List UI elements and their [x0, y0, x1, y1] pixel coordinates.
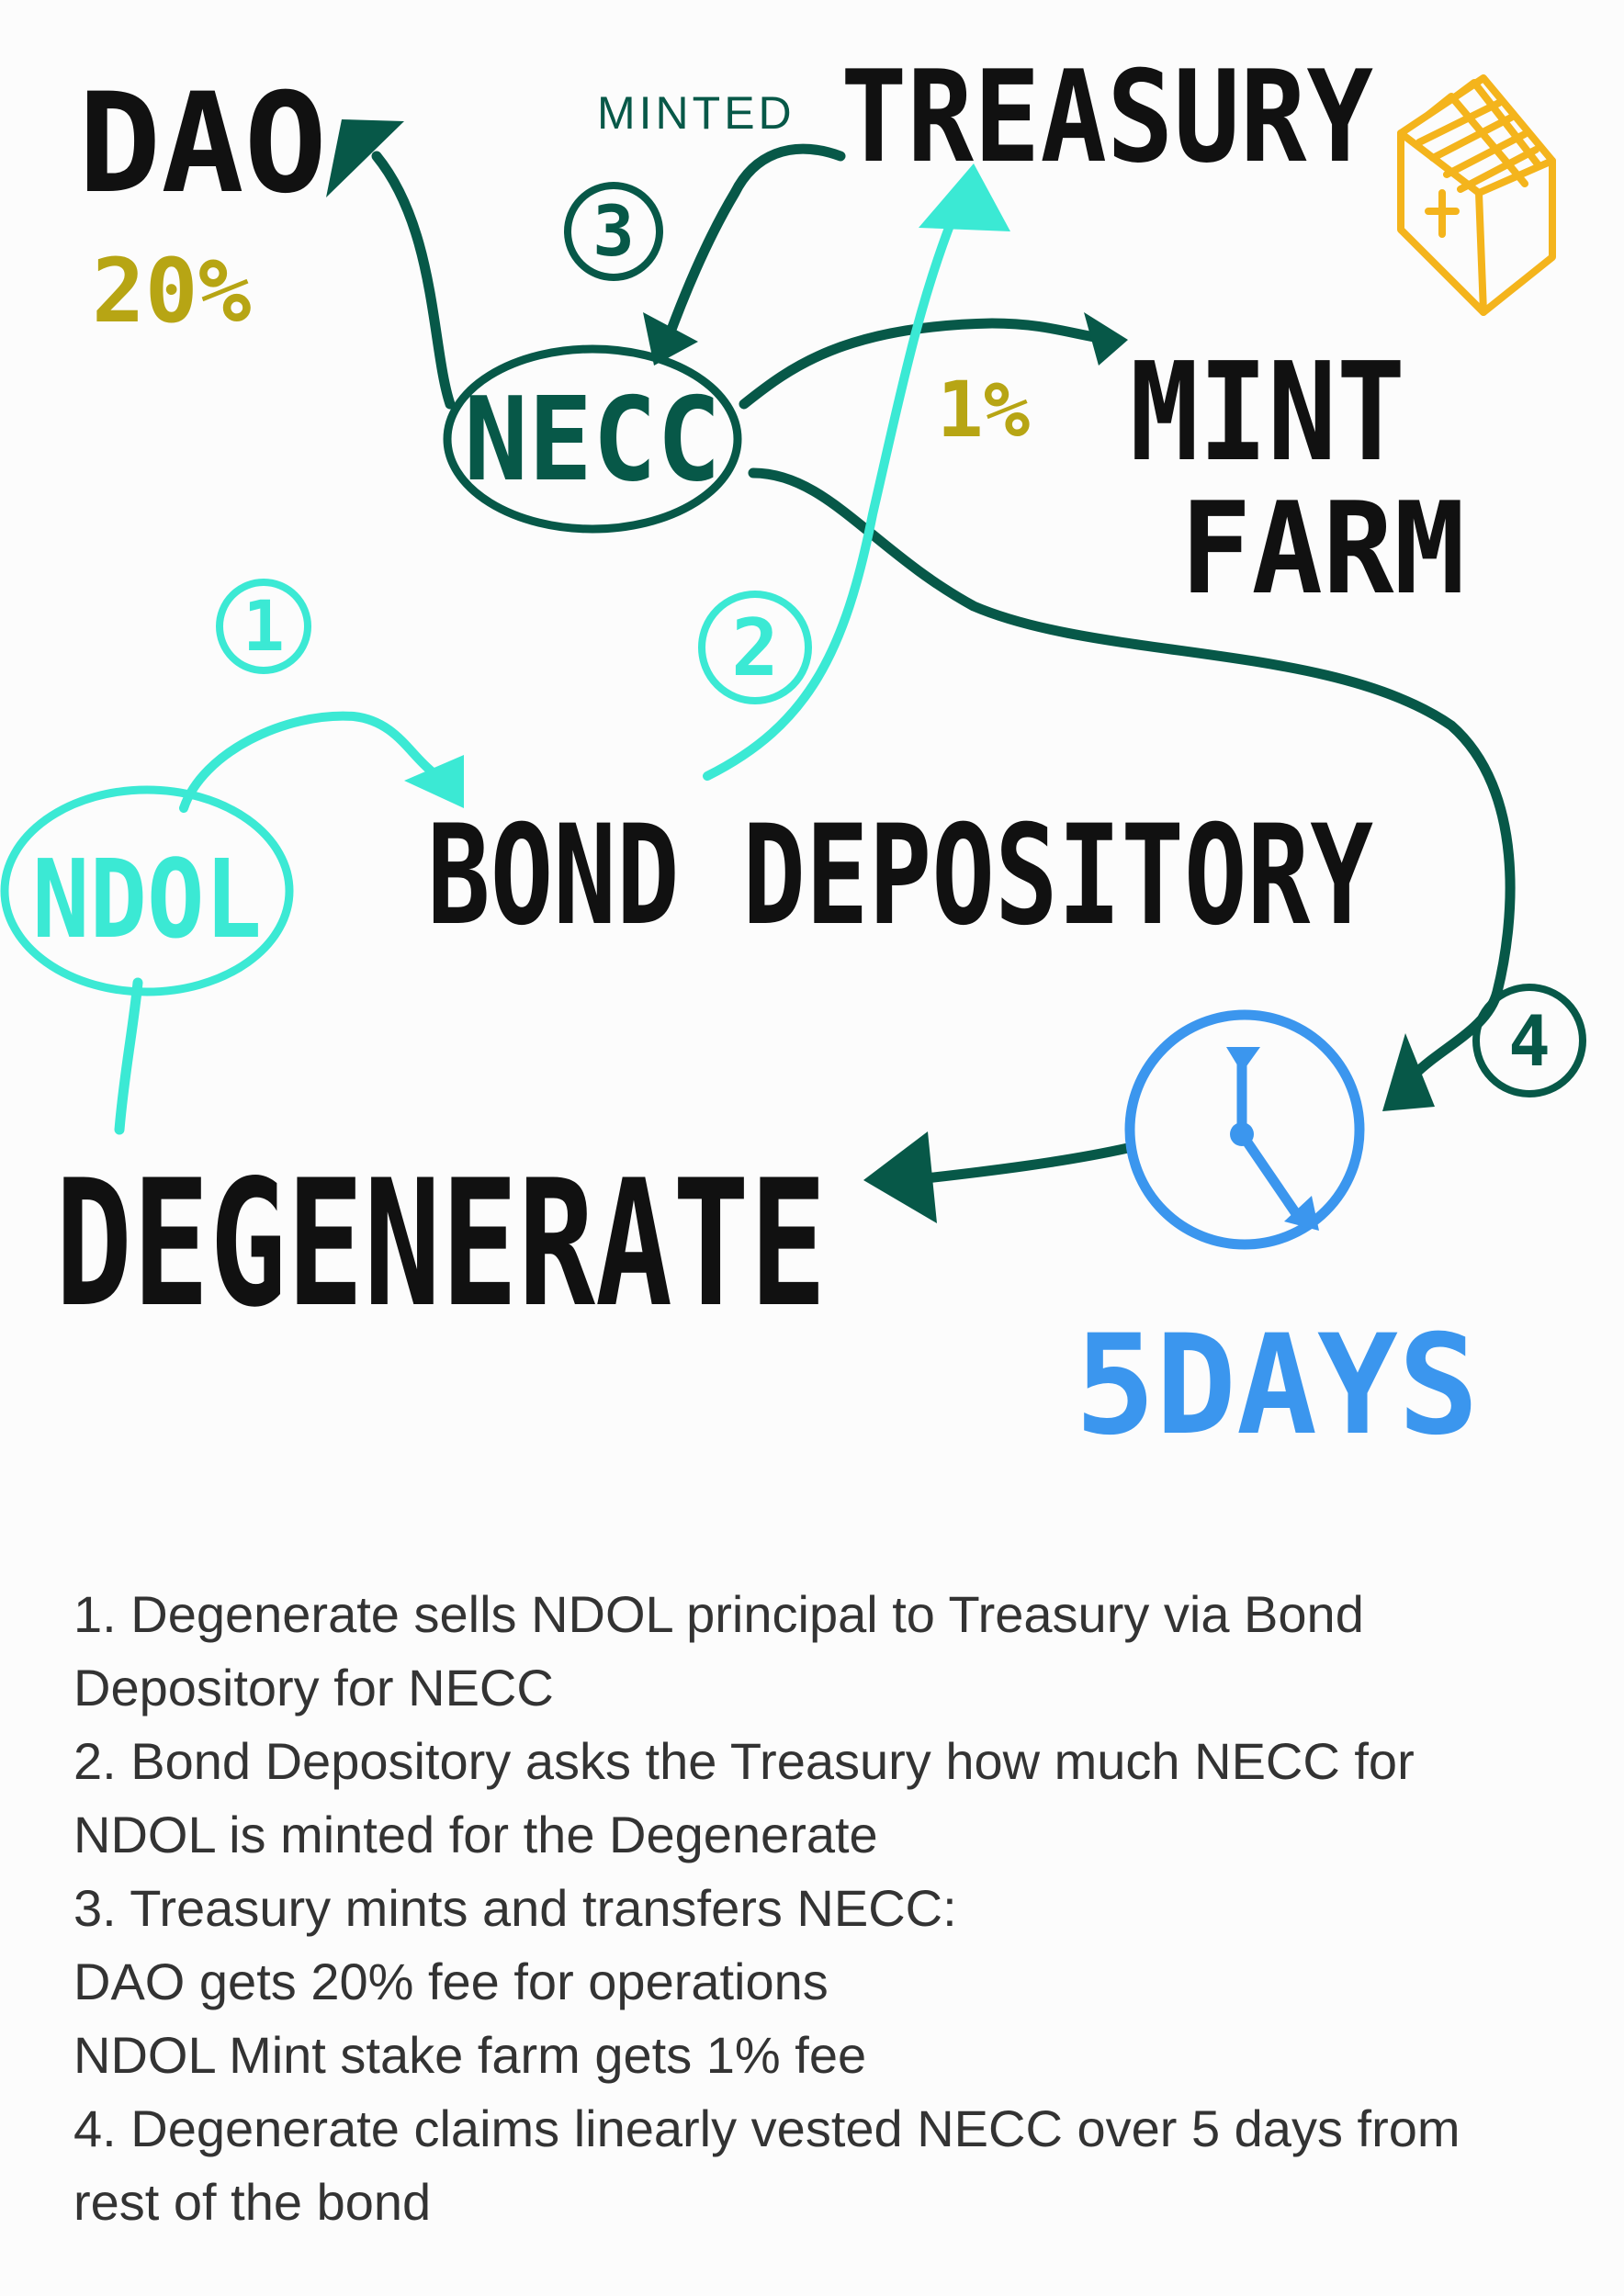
necc-to-dao-arrow [371, 151, 456, 410]
note-line: Depository for NECC [73, 1659, 554, 1716]
necc-to-clock-arrow [748, 467, 1516, 1080]
description-text: 1. Degenerate sells NDOL principal to Tr… [73, 1578, 1580, 2239]
treasury-arrowhead [919, 163, 1010, 231]
minted-label: MINTED [597, 87, 795, 139]
necc-label: NECC [464, 372, 721, 507]
degenerate-arrowhead [863, 1131, 937, 1223]
step-2-number: 2 [731, 602, 779, 694]
mintfarm-arrowhead [1084, 312, 1128, 366]
dao-arrowhead [326, 119, 404, 197]
step-1-number: 1 [242, 585, 285, 667]
bond-depository-label: BOND DEPOSITORY [427, 796, 1373, 956]
ndol-circle [0, 785, 294, 996]
bond-arrowhead [404, 755, 464, 808]
note-line: 1. Degenerate sells NDOL principal to Tr… [73, 1585, 1364, 1643]
step-3-number: 3 [592, 190, 635, 272]
ndol-label: NDOL [32, 836, 262, 962]
clock-arrowhead [1382, 1033, 1435, 1111]
dao-label: DAO [78, 64, 327, 224]
treasury-label: TREASURY [840, 43, 1373, 191]
note-line: NDOL is minted for the Degenerate [73, 1806, 878, 1863]
mint-label: MINT [1130, 333, 1405, 491]
necc-to-mintfarm-arrow [739, 318, 1117, 410]
step-4-number: 4 [1508, 1000, 1551, 1082]
note-line: DAO gets 20% fee for operations [73, 1953, 829, 2010]
ndol-degenerate-line [114, 977, 143, 1135]
flow-diagram: DAO 20% MINTED TREASURY 3 NECC 1% MINT F… [0, 43, 1586, 1466]
farm-fee-label: 1% [937, 365, 1030, 455]
step-1-circle [216, 579, 311, 674]
bond-to-treasury-arrow [703, 207, 960, 781]
step-3-circle [564, 182, 663, 281]
degenerate-label: DEGENERATE [55, 1142, 827, 1345]
note-line: 3. Treasury mints and transfers NECC: [73, 1879, 957, 1937]
days-label: 5DAYS [1075, 1306, 1479, 1466]
step-4-circle [1472, 984, 1586, 1097]
note-line: 2. Bond Depository asks the Treasury how… [73, 1732, 1415, 1790]
clock-icon [1124, 1009, 1365, 1250]
clock-to-degenerate-arrow [904, 1142, 1133, 1186]
step-2-circle [698, 591, 812, 704]
treasury-to-necc-arrow [660, 143, 846, 350]
farm-label: FARM [1180, 475, 1465, 623]
note-line: NDOL Mint stake farm gets 1% fee [73, 2026, 867, 2084]
ndol-to-bond-arrow [179, 711, 436, 813]
note-line: 4. Degenerate claims linearly vested NEC… [73, 2099, 1460, 2157]
dao-fee-label: 20% [92, 240, 252, 343]
necc-arrowhead [643, 312, 698, 366]
note-line: rest of the bond [73, 2173, 432, 2231]
necc-circle [443, 344, 742, 534]
battery-icon [1397, 74, 1556, 316]
